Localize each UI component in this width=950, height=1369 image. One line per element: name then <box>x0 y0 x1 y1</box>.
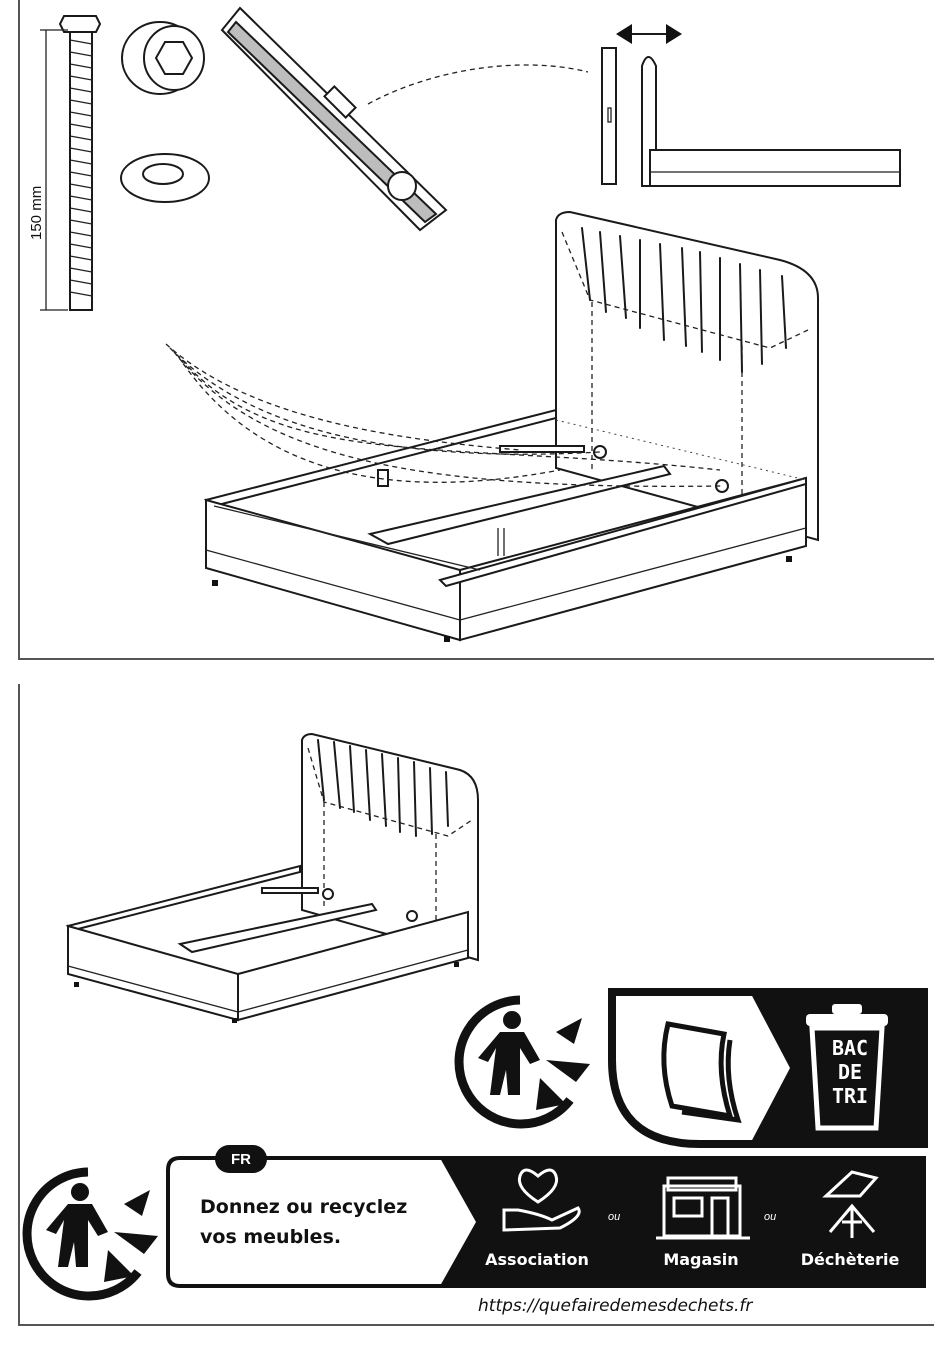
destination-magasin: Magasin <box>650 1250 752 1269</box>
bin-label-line: DE <box>820 1060 880 1084</box>
bin-label-line: TRI <box>820 1084 880 1108</box>
destination-association: Association <box>476 1250 598 1269</box>
recycle-message-line2: vos meubles. <box>200 1222 450 1252</box>
paper-icon <box>664 1024 738 1120</box>
destination-decheterie: Déchèterie <box>792 1250 908 1269</box>
assembled-bed <box>68 734 478 1023</box>
triman-logo-icon <box>459 1000 590 1124</box>
country-badge: FR <box>215 1145 267 1173</box>
separator-ou: ou <box>764 1211 776 1223</box>
bin-label: BAC DE TRI <box>820 1036 880 1108</box>
bin-label-line: BAC <box>820 1036 880 1060</box>
recycle-message: Donnez ou recyclez vos meubles. <box>200 1192 450 1252</box>
separator-ou: ou <box>608 1211 620 1223</box>
recycle-message-line1: Donnez ou recyclez <box>200 1192 450 1222</box>
recycling-url-link[interactable]: https://quefairedemesdechets.fr <box>478 1296 752 1316</box>
triman-logo-bottom-icon <box>27 1172 158 1296</box>
